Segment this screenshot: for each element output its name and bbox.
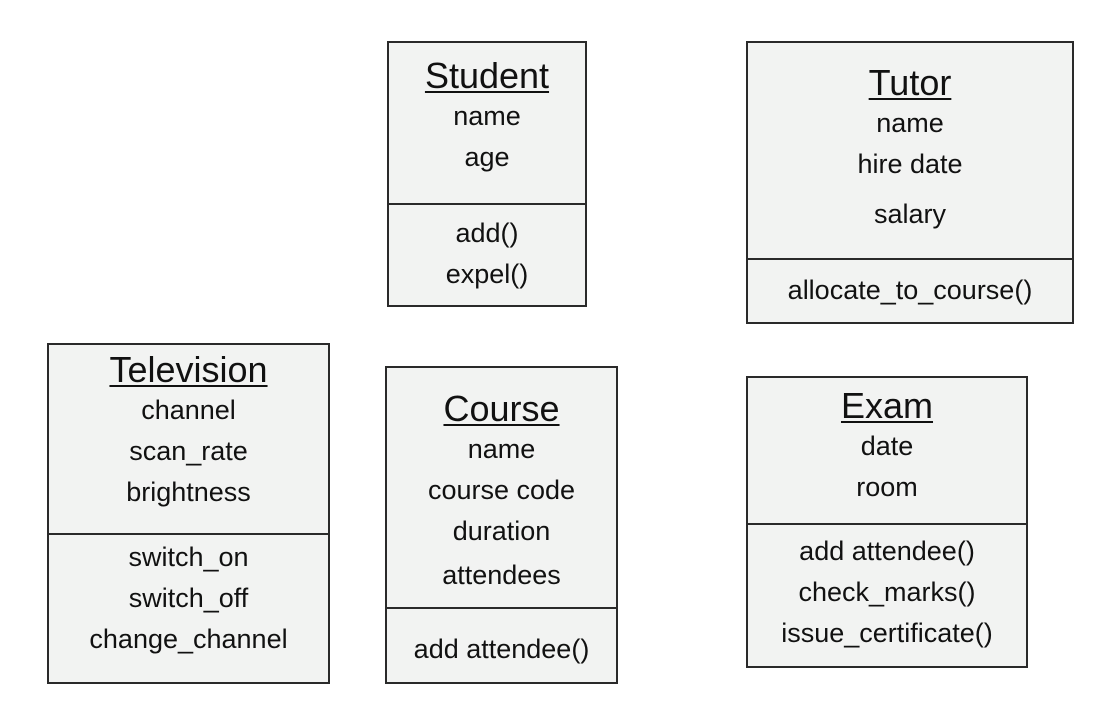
exam-methods-section: add attendee() check_marks() issue_certi…: [748, 525, 1026, 666]
attribute-name: name: [876, 108, 944, 138]
method-add-attendee: add attendee(): [799, 536, 975, 566]
television-methods-section: switch_on switch_off change_channel: [49, 535, 328, 682]
method-change-channel: change_channel: [89, 624, 288, 654]
course-methods-section: add attendee(): [387, 609, 616, 682]
method-add-attendee: add attendee(): [413, 634, 590, 664]
class-box-tutor: Tutor name hire date salary allocate_to_…: [746, 41, 1074, 324]
method-check-marks: check_marks(): [798, 577, 976, 607]
class-name-student: Student: [424, 55, 550, 96]
method-switch-on: switch_on: [128, 542, 249, 572]
class-name-television: Television: [109, 349, 268, 390]
student-methods-section: add() expel(): [389, 205, 585, 305]
exam-attributes-section: Exam date room: [748, 378, 1026, 525]
tutor-attributes-section: Tutor name hire date salary: [748, 43, 1072, 260]
method-switch-off: switch_off: [128, 583, 249, 613]
attribute-brightness: brightness: [126, 477, 251, 507]
class-name-tutor: Tutor: [868, 62, 952, 103]
class-box-student: Student name age add() expel(): [387, 41, 587, 307]
attribute-duration: duration: [452, 516, 551, 546]
student-attributes-section: Student name age: [389, 43, 585, 205]
class-name-exam: Exam: [840, 385, 934, 426]
tutor-methods-section: allocate_to_course(): [748, 260, 1072, 322]
television-attributes-section: Television channel scan_rate brightness: [49, 345, 328, 535]
course-attributes-section: Course name course code duration attende…: [387, 368, 616, 609]
class-name-course: Course: [443, 388, 560, 429]
attribute-channel: channel: [141, 395, 236, 425]
attribute-attendees: attendees: [442, 560, 561, 590]
method-add: add(): [455, 218, 519, 248]
attribute-name: name: [453, 101, 521, 131]
attribute-date: date: [860, 431, 914, 461]
attribute-age: age: [464, 142, 510, 172]
attribute-course-code: course code: [427, 475, 576, 505]
class-box-television: Television channel scan_rate brightness …: [47, 343, 330, 684]
method-allocate-to-course: allocate_to_course(): [787, 275, 1033, 305]
attribute-name: name: [467, 434, 536, 464]
method-expel: expel(): [445, 259, 529, 289]
attribute-scan-rate: scan_rate: [129, 436, 248, 466]
attribute-salary: salary: [873, 199, 947, 229]
class-box-exam: Exam date room add attendee() check_mark…: [746, 376, 1028, 668]
attribute-room: room: [856, 472, 918, 502]
attribute-hire-date: hire date: [857, 149, 963, 179]
class-box-course: Course name course code duration attende…: [385, 366, 618, 684]
method-issue-certificate: issue_certificate(): [781, 618, 993, 648]
